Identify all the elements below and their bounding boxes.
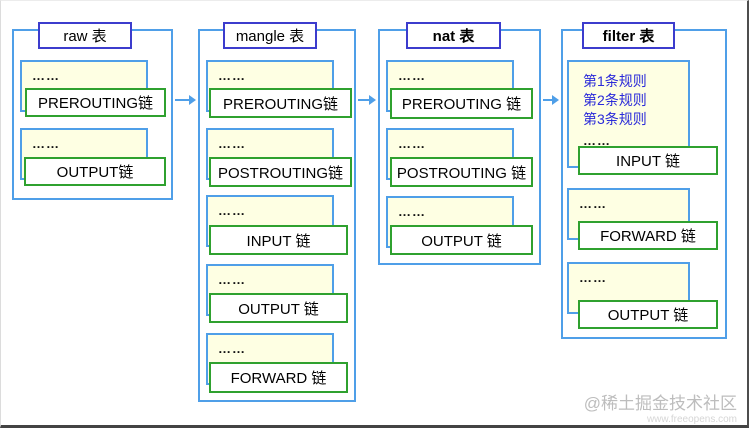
chain-label: PREROUTING链 bbox=[37, 95, 153, 112]
ellipsis-dots: …… bbox=[398, 136, 426, 151]
watermark-site: www.freeopens.com bbox=[646, 414, 737, 425]
ellipsis-dots: …… bbox=[398, 204, 426, 219]
ellipsis-dots: …… bbox=[218, 272, 246, 287]
raw-table-title: raw 表 bbox=[38, 22, 132, 49]
ellipsis-dots: …… bbox=[218, 341, 246, 356]
mangle-table-title-label: mangle 表 bbox=[235, 28, 305, 45]
chain-label: OUTPUT 链 bbox=[421, 232, 502, 250]
chain-label: INPUT 链 bbox=[616, 153, 680, 170]
filter-rules-list: 第1条规则 第2条规则 第3条规则 …… bbox=[569, 62, 688, 150]
ellipsis-dots: …… bbox=[583, 133, 611, 148]
ellipsis-dots: …… bbox=[579, 270, 607, 285]
chain-label: OUTPUT链 bbox=[56, 164, 134, 181]
mangle-prerouting-chain-box: PREROUTING链 bbox=[209, 88, 352, 118]
rule-line: 第3条规则 bbox=[583, 111, 647, 127]
chain-label: OUTPUT 链 bbox=[238, 300, 319, 318]
filter-table-title-label: filter 表 bbox=[602, 28, 655, 45]
nat-table-title: nat 表 bbox=[406, 22, 501, 49]
chain-label: INPUT 链 bbox=[246, 232, 311, 250]
nat-output-chain-box: OUTPUT 链 bbox=[390, 225, 533, 255]
ellipsis-dots: …… bbox=[218, 136, 246, 151]
raw-output-chain-box: OUTPUT链 bbox=[24, 157, 166, 186]
ellipsis-dots: …… bbox=[218, 203, 246, 218]
mangle-output-chain-box: OUTPUT 链 bbox=[209, 293, 348, 323]
nat-prerouting-chain-box: PREROUTING 链 bbox=[390, 88, 533, 119]
flow-arrow-nat-to-filter bbox=[543, 95, 559, 105]
nat-postrouting-chain-box: POSTROUTING 链 bbox=[390, 157, 533, 187]
raw-prerouting-chain-box: PREROUTING链 bbox=[25, 88, 166, 117]
mangle-input-chain-box: INPUT 链 bbox=[209, 225, 348, 255]
chain-label: PREROUTING链 bbox=[222, 95, 338, 113]
flow-arrow-mangle-to-nat bbox=[358, 95, 376, 105]
filter-table-title: filter 表 bbox=[582, 22, 675, 49]
chain-label: POSTROUTING 链 bbox=[396, 164, 527, 182]
chain-label: POSTROUTING链 bbox=[217, 164, 343, 182]
chain-label: OUTPUT 链 bbox=[607, 307, 689, 324]
chain-label: PREROUTING 链 bbox=[401, 96, 522, 113]
chain-label: FORWARD 链 bbox=[600, 228, 696, 245]
mangle-table-title: mangle 表 bbox=[223, 22, 317, 49]
rule-line: 第2条规则 bbox=[583, 92, 647, 108]
mangle-postrouting-chain-box: POSTROUTING链 bbox=[209, 157, 352, 187]
mangle-forward-chain-box: FORWARD 链 bbox=[209, 362, 348, 393]
ellipsis-dots: …… bbox=[32, 136, 60, 151]
watermark-community: @稀土掘金技术社区 bbox=[583, 394, 737, 414]
nat-table-title-label: nat 表 bbox=[432, 28, 475, 45]
watermark: @稀土掘金技术社区 www.freeopens.com bbox=[584, 395, 737, 425]
chain-label: FORWARD 链 bbox=[230, 370, 327, 387]
ellipsis-dots: …… bbox=[32, 68, 60, 83]
rule-line: 第1条规则 bbox=[583, 73, 647, 89]
ellipsis-dots: …… bbox=[218, 68, 246, 83]
ellipsis-dots: …… bbox=[579, 196, 607, 211]
filter-forward-chain-box: FORWARD 链 bbox=[578, 221, 718, 250]
filter-output-chain-box: OUTPUT 链 bbox=[578, 300, 718, 329]
flow-arrow-raw-to-mangle bbox=[175, 95, 196, 105]
filter-input-chain-box: INPUT 链 bbox=[578, 146, 718, 175]
ellipsis-dots: …… bbox=[398, 68, 426, 83]
raw-table-title-label: raw 表 bbox=[63, 28, 107, 45]
